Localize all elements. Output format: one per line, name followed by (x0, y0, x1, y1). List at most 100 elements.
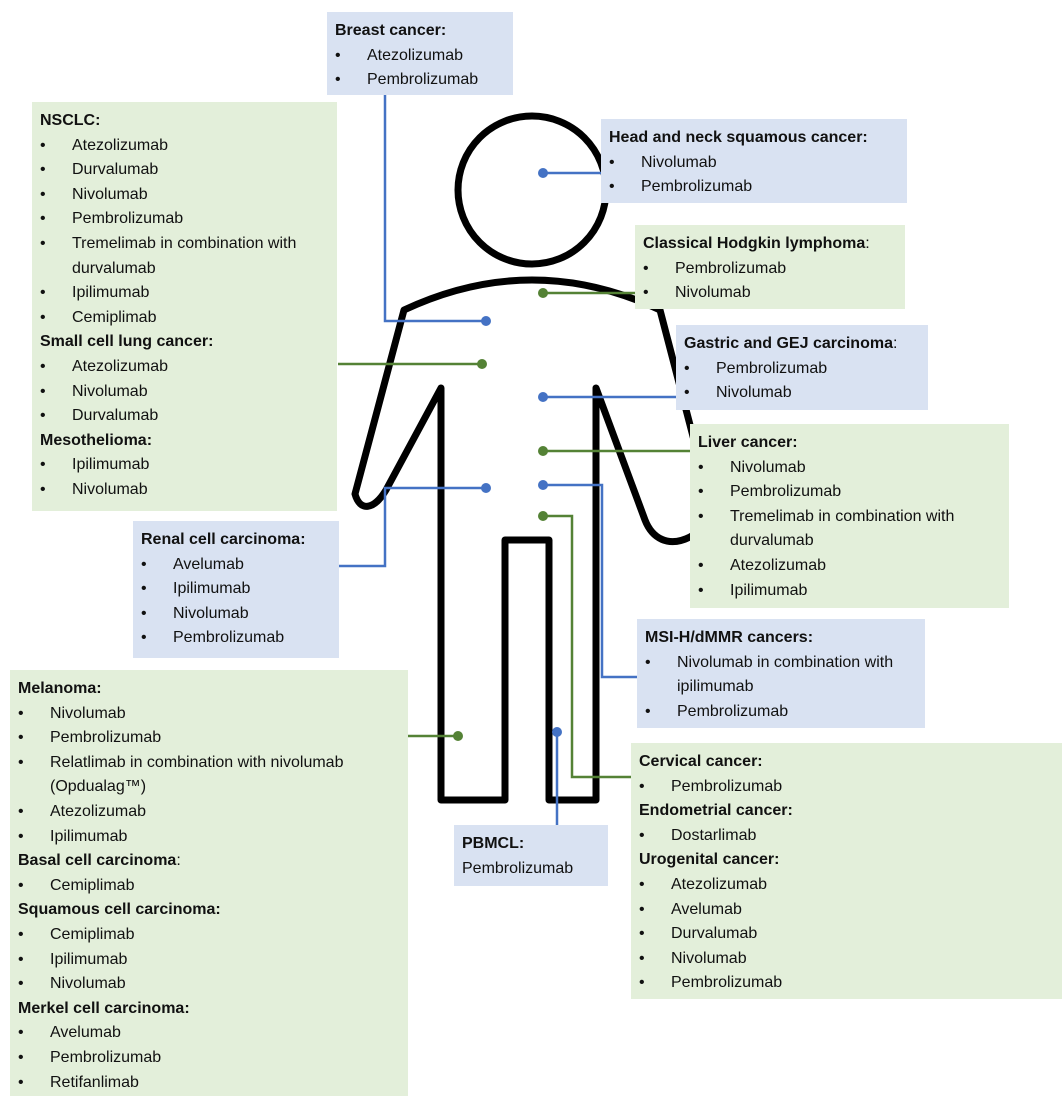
panel-melanoma-skin: Melanoma: NivolumabPembrolizumabRelatlima… (10, 670, 408, 1096)
connector-renal (339, 486, 486, 568)
drug-item: Pembrolizumab (645, 700, 917, 725)
connector-lines (338, 95, 690, 825)
drug-list: AvelumabPembrolizumabRetifanlimab (18, 1021, 400, 1095)
drug-list: AtezolizumabDurvalumabNivolumabPembroliz… (40, 134, 329, 331)
section-title-text: Basal cell carcinoma (18, 852, 177, 870)
section-title: Breast cancer: (335, 19, 505, 44)
drug-list: Nivolumab in combination with ipilimumab… (645, 651, 917, 725)
connector-breast (383, 95, 486, 323)
dot-pbmcl (552, 727, 562, 737)
drug-item: Atezolizumab (639, 873, 1054, 898)
drug-item: Relatlimab in combination with nivolumab… (18, 751, 400, 800)
section-title: Melanoma: (18, 677, 400, 702)
drug-item: Avelumab (141, 553, 331, 578)
drug-item: Durvalumab (40, 158, 329, 183)
drug-item: Pembrolizumab (18, 726, 400, 751)
drug-item: Pembrolizumab (462, 859, 574, 877)
drug-item: Atezolizumab (698, 554, 1001, 579)
section-title: Endometrial cancer: (639, 799, 1054, 824)
drug-item: Dostarlimab (639, 824, 1054, 849)
drug-list: AtezolizumabNivolumabDurvalumab (40, 355, 329, 429)
section-title-text: NSCLC: (40, 112, 101, 129)
section-title-text: Endometrial cancer: (639, 802, 793, 820)
drug-item: Nivolumab (141, 602, 331, 627)
section-title-text: Mesothelioma: (40, 431, 153, 449)
connector-msi (543, 483, 637, 679)
section-title-suffix: : (176, 852, 181, 870)
drug-item: Nivolumab in combination with ipilimumab (645, 651, 917, 700)
drug-item: Nivolumab (18, 702, 400, 727)
drug-item: Ipilimumab (40, 453, 329, 478)
section-title: Mesothelioma: (40, 429, 329, 454)
drug-item: Atezolizumab (40, 355, 329, 380)
dot-gastric (538, 392, 548, 402)
drug-list: AtezolizumabAvelumabDurvalumabNivolumabP… (639, 873, 1054, 996)
drug-item: Nivolumab (684, 381, 920, 406)
drug-list: NivolumabPembrolizumab (609, 151, 899, 200)
section-title-text: Melanoma: (18, 680, 102, 697)
section-title-text: Urogenital cancer: (639, 851, 780, 869)
drug-item: Ipilimumab (141, 577, 331, 602)
section-title-text: Gastric and GEJ carcinoma (684, 335, 893, 352)
drug-list: IpilimumabNivolumab (40, 453, 329, 502)
drug-list: Dostarlimab (639, 824, 1054, 849)
section-title: Classical Hodgkin lymphoma: (643, 232, 897, 257)
drug-list: Cemiplimab (18, 874, 400, 899)
section-title: MSI-H/dMMR cancers: (645, 626, 917, 651)
section-title-suffix: : (865, 235, 870, 252)
drug-item: Atezolizumab (40, 134, 329, 159)
section-title-text: Classical Hodgkin lymphoma (643, 235, 866, 252)
connector-dots (453, 168, 562, 741)
panel-pbmcl: PBMCL: Pembrolizumab (454, 825, 608, 886)
drug-item: Pembrolizumab (141, 626, 331, 651)
drug-item: Nivolumab (40, 183, 329, 208)
section-title: Liver cancer: (698, 431, 1001, 456)
drug-item: Atezolizumab (18, 800, 400, 825)
dot-renal (481, 483, 491, 493)
drug-list: CemiplimabIpilimumabNivolumab (18, 923, 400, 997)
panel-gastric-gej: Gastric and GEJ carcinoma:PembrolizumabN… (676, 325, 928, 410)
drug-item: Ipilimumab (18, 948, 400, 973)
drug-item: Nivolumab (698, 456, 1001, 481)
panel-hodgkin-lymphoma: Classical Hodgkin lymphoma:Pembrolizumab… (635, 225, 905, 309)
drug-item: Pembrolizumab (643, 257, 897, 282)
panel-liver-cancer: Liver cancer: NivolumabPembrolizumabTreme… (690, 424, 1009, 608)
drug-item: Tremelimab in combination with durvaluma… (40, 232, 329, 281)
section-title-text: Liver cancer: (698, 434, 798, 451)
drug-item: Ipilimumab (18, 825, 400, 850)
section-title-text: Cervical cancer: (639, 753, 763, 770)
drug-item: Ipilimumab (698, 579, 1001, 604)
panel-breast-cancer: Breast cancer:AtezolizumabPembrolizumab (327, 12, 513, 95)
section-title-text: Breast cancer: (335, 22, 447, 39)
section-title: Small cell lung cancer: (40, 330, 329, 355)
panel-cervical-urogenital: Cervical cancer:PembrolizumabEndometrial… (631, 743, 1062, 999)
drug-item: Tremelimab in combination with durvaluma… (698, 505, 1001, 554)
panel-msi-dmmr: MSI-H/dMMR cancers:Nivolumab in combinat… (637, 619, 925, 728)
dot-headneck (538, 168, 548, 178)
drug-item: Pembrolizumab (698, 480, 1001, 505)
dot-lung (477, 359, 487, 369)
connector-cervical (543, 514, 631, 779)
drug-item: Cemiplimab (40, 306, 329, 331)
section-title: Gastric and GEJ carcinoma: (684, 332, 920, 357)
section-title-text: Merkel cell carcinoma: (18, 999, 190, 1017)
panel-head-and-neck: Head and neck squamous cancer: NivolumabP… (601, 119, 907, 203)
drug-list: Pembrolizumab (639, 775, 1054, 800)
section-title-text: Renal cell carcinoma: (141, 531, 306, 548)
drug-item: Pembrolizumab (40, 207, 329, 232)
drug-item: Durvalumab (639, 922, 1054, 947)
section-title-text: PBMCL: (462, 835, 525, 852)
panel-nsclc: NSCLC:AtezolizumabDurvalumabNivolumabPem… (32, 102, 337, 511)
drug-item: Nivolumab (40, 478, 329, 503)
drug-list: AvelumabIpilimumabNivolumabPembrolizumab (141, 553, 331, 651)
section-title: NSCLC: (40, 109, 329, 134)
drug-item: Retifanlimab (18, 1071, 400, 1096)
drug-list: PembrolizumabNivolumab (684, 357, 920, 406)
dot-hodgkin (538, 288, 548, 298)
section-title-text: Head and neck squamous cancer: (609, 129, 868, 146)
section-title: Head and neck squamous cancer: (609, 126, 899, 151)
drug-list: PembrolizumabNivolumab (643, 257, 897, 306)
drug-item: Pembrolizumab (639, 971, 1054, 996)
drug-item: Cemiplimab (18, 874, 400, 899)
dot-liver (538, 446, 548, 456)
